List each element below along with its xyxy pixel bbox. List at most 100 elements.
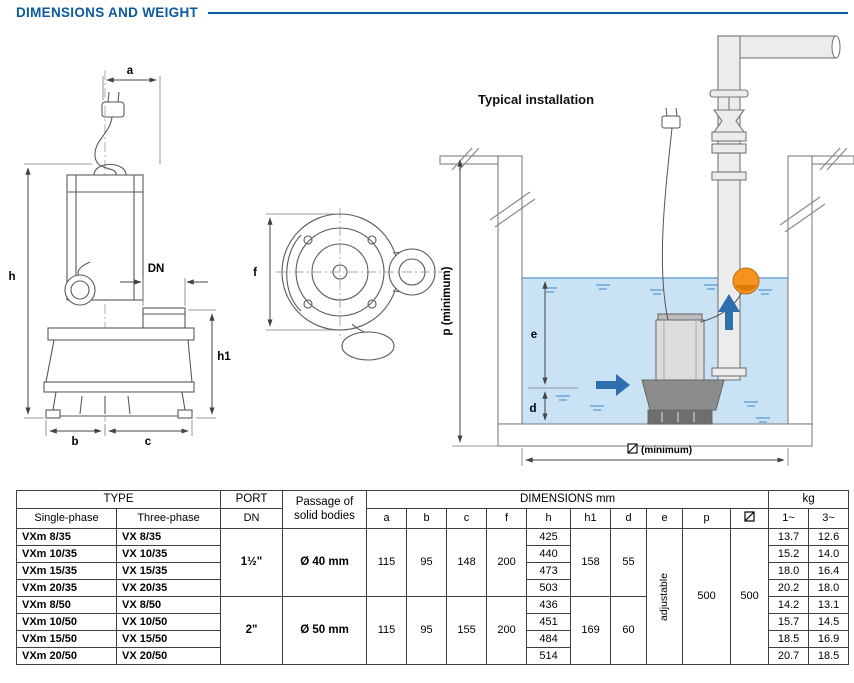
table-row: VXm 15/50 VX 15/50 484 18.5 16.9 bbox=[16, 630, 850, 648]
cell-dim-a: 115 bbox=[366, 596, 408, 665]
cell-kg-single: 13.7 bbox=[768, 528, 810, 546]
cell-dim-f: 200 bbox=[486, 596, 528, 665]
col-header-three-phase: Three-phase bbox=[115, 508, 222, 529]
cell-model-single: VXm 20/35 bbox=[16, 579, 117, 597]
pit-walls bbox=[439, 147, 854, 447]
power-plug-icon bbox=[661, 107, 681, 129]
cell-dim-h1: 169 bbox=[570, 596, 612, 665]
cell-dim-c: 155 bbox=[446, 596, 488, 665]
discharge-pipe bbox=[709, 35, 841, 381]
cell-model-three: VX 8/35 bbox=[115, 528, 222, 546]
cell-kg-single: 18.5 bbox=[768, 630, 810, 648]
cell-model-three: VX 20/50 bbox=[115, 647, 222, 665]
dim-label-a: a bbox=[127, 65, 134, 77]
col-header-f: f bbox=[486, 508, 528, 529]
cell-kg-three: 14.5 bbox=[808, 613, 850, 631]
cell-model-three: VX 10/50 bbox=[115, 613, 222, 631]
dim-label-e: e bbox=[531, 329, 537, 341]
col-header-passage: Passage of solid bodies bbox=[282, 490, 368, 529]
cell-kg-single: 20.2 bbox=[768, 579, 810, 597]
flow-arrow-up bbox=[718, 294, 740, 330]
table-row: VXm 8/35 VX 8/35 1½" Ø 40 mm 115 95 148 … bbox=[16, 528, 850, 665]
col-header-h: h bbox=[526, 508, 572, 529]
cell-kg-three: 16.9 bbox=[808, 630, 850, 648]
col-header-a: a bbox=[366, 508, 408, 529]
discharge-port bbox=[142, 307, 186, 329]
table-row: VXm 15/35 VX 15/35 473 18.0 16.4 bbox=[16, 562, 850, 580]
handle bbox=[93, 163, 127, 176]
technical-drawings: a h DN h1 b c bbox=[8, 35, 854, 466]
cell-port-dn: 1½" bbox=[220, 528, 284, 597]
cell-dim-b: 95 bbox=[406, 528, 448, 597]
cell-model-three: VX 15/50 bbox=[115, 630, 222, 648]
cell-model-single: VXm 8/50 bbox=[16, 596, 117, 614]
gate-valve bbox=[709, 89, 749, 133]
dim-label-f: f bbox=[253, 267, 257, 279]
cell-kg-single: 14.2 bbox=[768, 596, 810, 614]
cell-port-dn: 2" bbox=[220, 596, 284, 665]
cell-model-three: VX 20/35 bbox=[115, 579, 222, 597]
cell-kg-three: 18.5 bbox=[808, 647, 850, 665]
cell-passage: Ø 50 mm bbox=[282, 596, 368, 665]
dim-label-dn: DN bbox=[148, 263, 165, 275]
cell-dim-pit: 500 bbox=[730, 528, 770, 665]
pit-dimension-icon bbox=[744, 511, 755, 523]
cell-model-three: VX 8/50 bbox=[115, 596, 222, 614]
cell-kg-three: 12.6 bbox=[808, 528, 850, 546]
col-header-c: c bbox=[446, 508, 488, 529]
power-cord bbox=[94, 116, 117, 176]
cell-dim-p: 500 bbox=[682, 528, 732, 665]
table-row: VXm 20/50 VX 20/50 514 20.7 18.5 bbox=[16, 647, 850, 665]
cell-dim-d: 55 bbox=[610, 528, 648, 597]
cell-dim-h: 425 bbox=[526, 528, 572, 546]
col-header-dn: DN bbox=[220, 508, 284, 529]
col-header-type: TYPE bbox=[15, 490, 222, 509]
cell-kg-three: 18.0 bbox=[808, 579, 850, 597]
table-row: VXm 10/50 VX 10/50 451 15.7 14.5 bbox=[16, 613, 850, 631]
cell-dim-c: 148 bbox=[446, 528, 488, 597]
dim-label-d: d bbox=[529, 403, 536, 415]
cell-model-single: VXm 8/35 bbox=[16, 528, 117, 546]
flow-arrow-right bbox=[596, 374, 630, 396]
table-row: VXm 20/35 VX 20/35 503 20.2 18.0 bbox=[16, 579, 850, 597]
power-cord bbox=[661, 127, 673, 321]
table-header-row-1: TYPE PORT Passage of solid bodies DIMENS… bbox=[15, 490, 850, 529]
power-plug-icon bbox=[101, 91, 125, 118]
col-header-port: PORT bbox=[220, 490, 284, 509]
cell-model-three: VX 15/35 bbox=[115, 562, 222, 580]
cell-passage: Ø 40 mm bbox=[282, 528, 368, 597]
cell-kg-three: 13.1 bbox=[808, 596, 850, 614]
cell-dim-h: 451 bbox=[526, 613, 572, 631]
cell-model-single: VXm 15/50 bbox=[16, 630, 117, 648]
dim-label-c: c bbox=[145, 436, 152, 448]
table-row: VXm 8/50 VX 8/50 2" Ø 50 mm 115 95 155 2… bbox=[16, 596, 850, 665]
dimensions-table: TYPE PORT Passage of solid bodies DIMENS… bbox=[15, 490, 850, 665]
col-header-d: d bbox=[610, 508, 648, 529]
installation-dimensions: p (minimum) e d (minimum) bbox=[441, 159, 789, 466]
col-header-h1: h1 bbox=[570, 508, 612, 529]
pump-top-view bbox=[276, 208, 442, 361]
col-header-pit-symbol bbox=[730, 508, 770, 529]
cell-dim-h: 440 bbox=[526, 545, 572, 563]
cell-model-single: VXm 15/35 bbox=[16, 562, 117, 580]
col-header-kg: kg bbox=[768, 490, 850, 509]
page-title: DIMENSIONS AND WEIGHT bbox=[16, 5, 199, 20]
pit-dimension-icon bbox=[627, 443, 638, 454]
cell-dim-h: 503 bbox=[526, 579, 572, 597]
cell-dim-h: 436 bbox=[526, 596, 572, 614]
cell-dim-h: 484 bbox=[526, 630, 572, 648]
cell-kg-single: 15.2 bbox=[768, 545, 810, 563]
dim-label-p: p (minimum) bbox=[441, 266, 453, 335]
cell-dim-a: 115 bbox=[366, 528, 408, 597]
float-switch bbox=[64, 274, 96, 306]
cell-kg-three: 16.4 bbox=[808, 562, 850, 580]
section-header: DIMENSIONS AND WEIGHT bbox=[16, 5, 848, 20]
cell-dim-e-adjustable: adjustable bbox=[646, 528, 684, 665]
cell-model-single: VXm 10/35 bbox=[16, 545, 117, 563]
cell-model-single: VXm 10/50 bbox=[16, 613, 117, 631]
col-header-dimensions: DIMENSIONS mm bbox=[366, 490, 770, 509]
dim-label-h1: h1 bbox=[217, 351, 231, 363]
cell-kg-single: 20.7 bbox=[768, 647, 810, 665]
cell-dim-h1: 158 bbox=[570, 528, 612, 597]
submersible-pump bbox=[641, 313, 725, 425]
